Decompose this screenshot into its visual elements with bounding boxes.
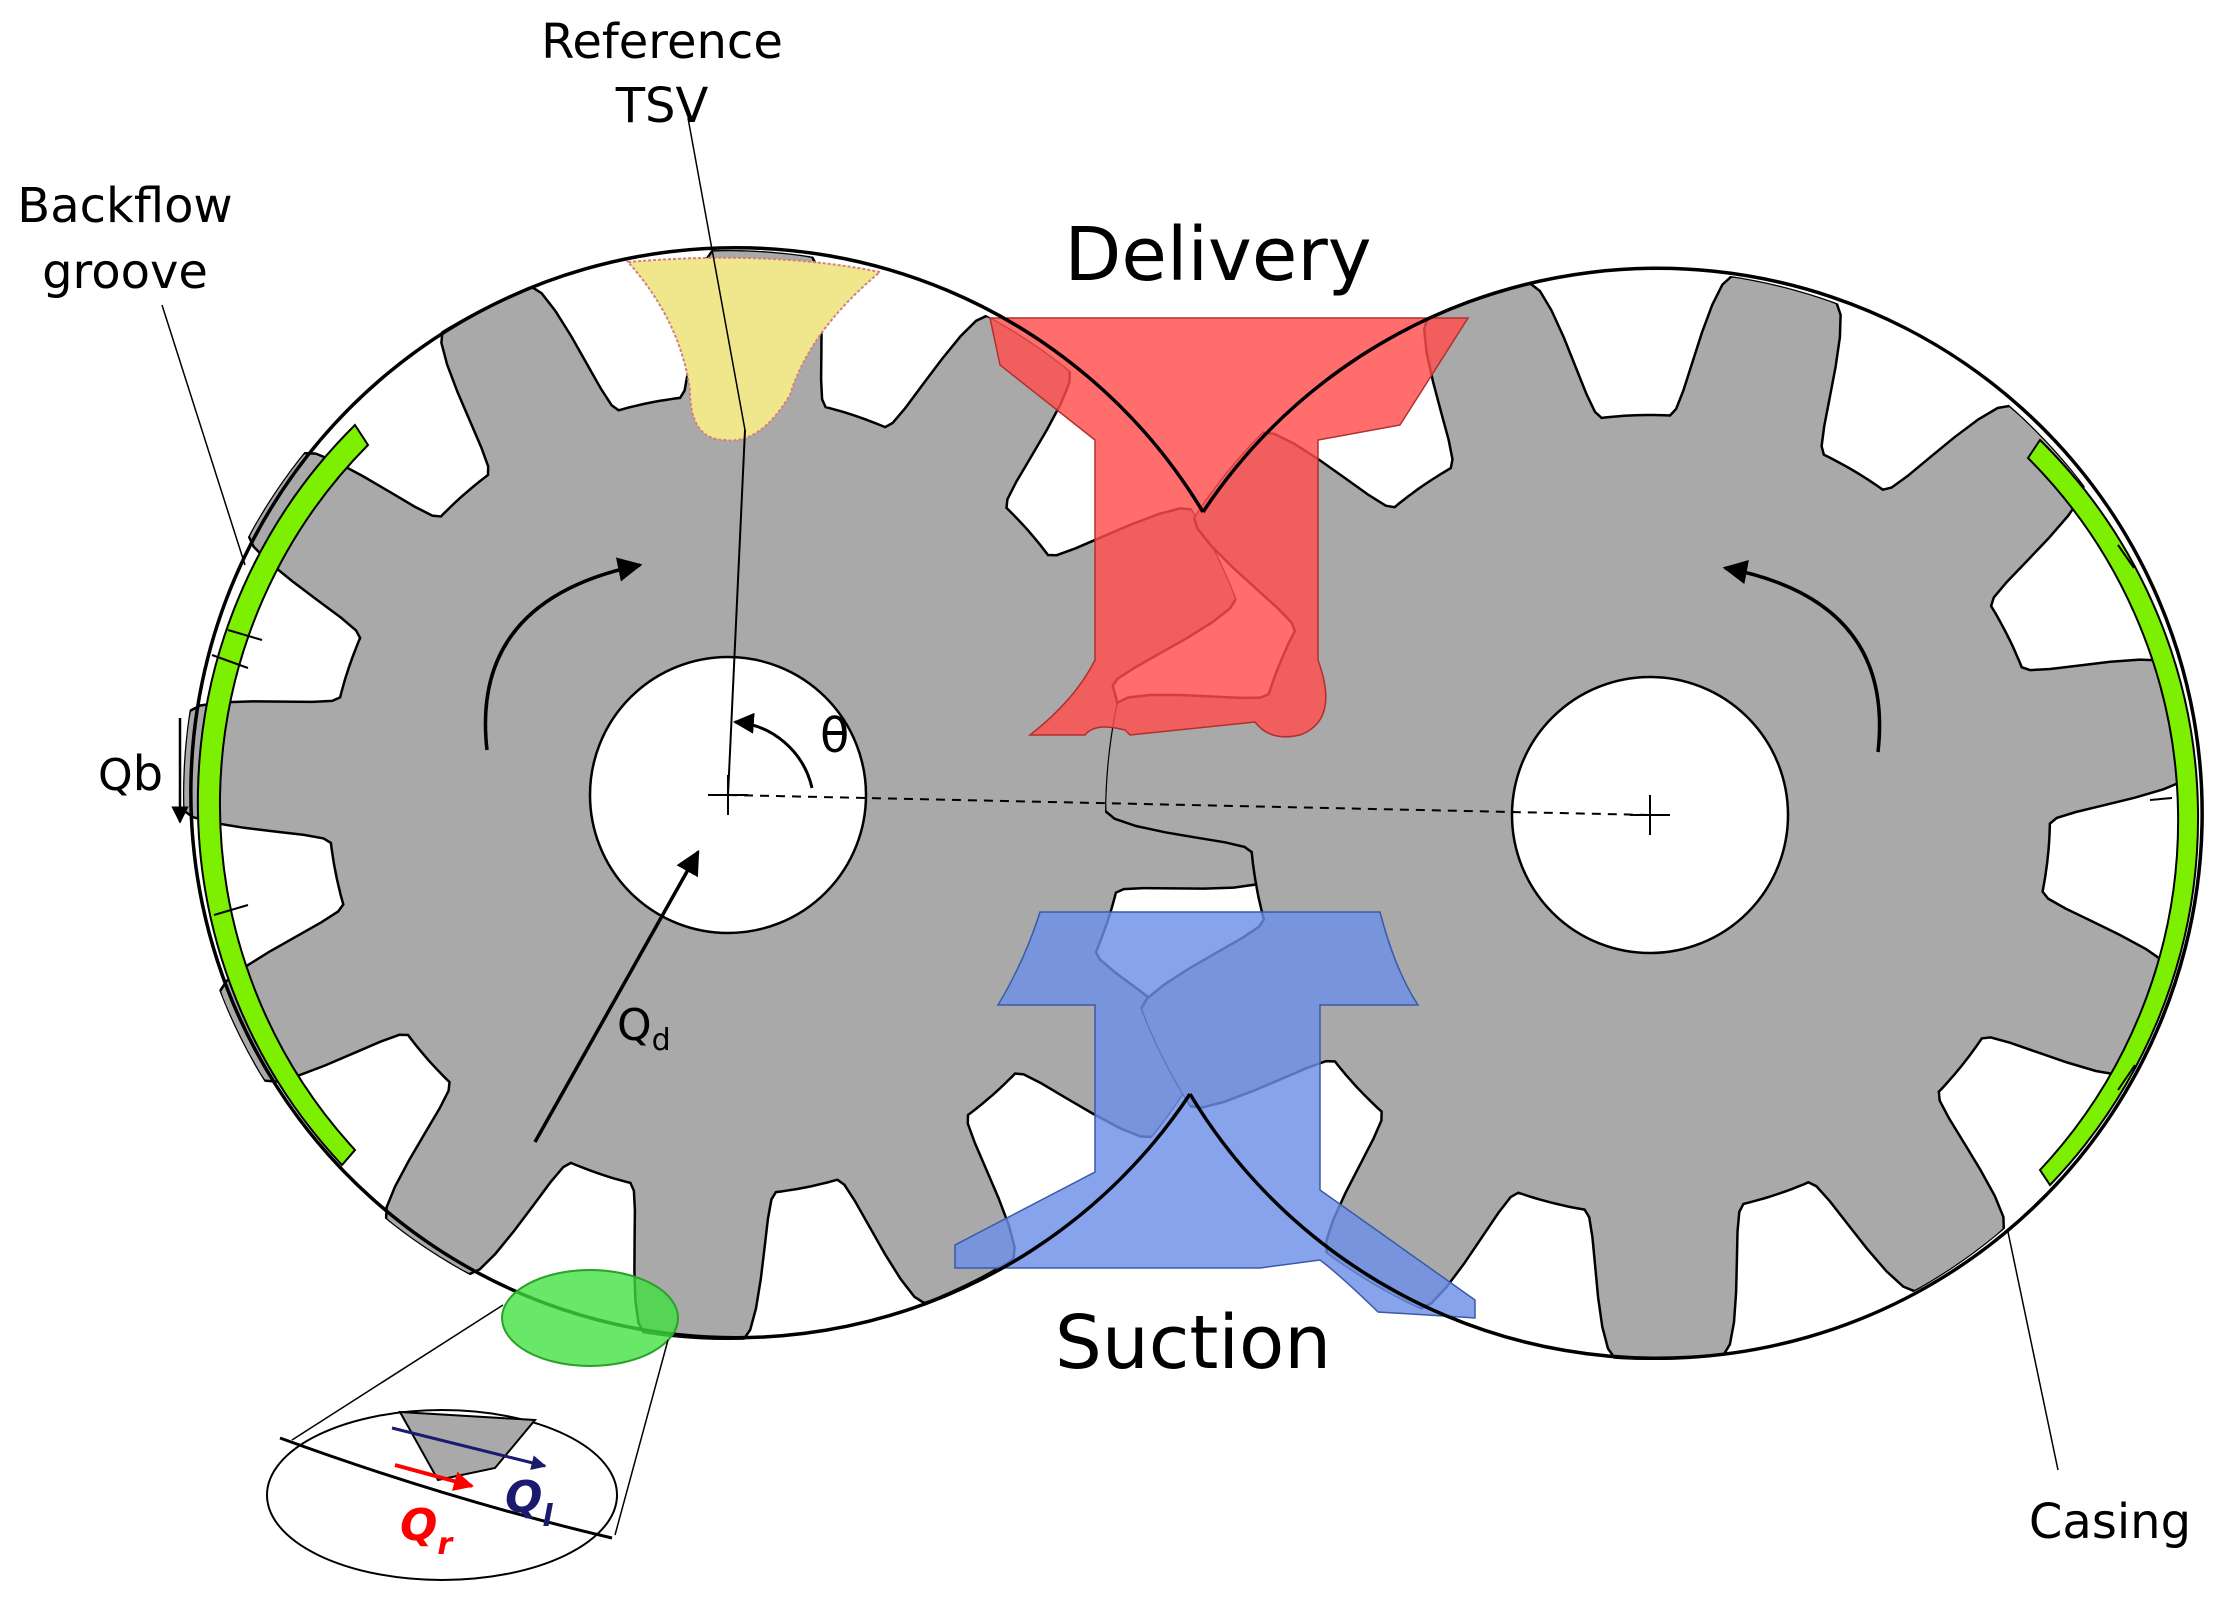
- theta-angle-arrow: [732, 712, 814, 789]
- reference-tsv-label-1: Reference: [541, 14, 783, 70]
- zoom-detail-ellipse: [266, 1409, 618, 1581]
- suction-port: [954, 911, 1476, 1319]
- right-rotation-arrow: [1722, 560, 1882, 753]
- reference-tsv-label-2: TSV: [615, 78, 709, 134]
- ql-arrow: [391, 1426, 547, 1471]
- right-casing-outline: [1188, 266, 2204, 1361]
- qd-arrow: [533, 849, 700, 1143]
- zoom-region-marker: [501, 1269, 679, 1367]
- delivery-port: [989, 317, 1470, 738]
- suction-label: Suction: [1055, 1300, 1331, 1386]
- backflow-label-1: Backflow: [17, 178, 232, 234]
- reference-tsv-region: [625, 256, 883, 442]
- qd-label: Qd: [617, 1000, 671, 1058]
- center-distance-line: [727, 794, 1651, 816]
- qb-label: Qb: [98, 746, 163, 802]
- tsv-radial-line: [727, 429, 746, 796]
- backflow-label-2: groove: [42, 244, 208, 300]
- qr-label: Qr: [400, 1500, 454, 1562]
- left-rotation-arrow: [483, 557, 643, 751]
- tsv-leader-line: [687, 117, 746, 431]
- delivery-label: Delivery: [1064, 212, 1371, 298]
- ql-label: Ql: [505, 1472, 553, 1534]
- right-backflow-groove: [2026, 438, 2199, 1187]
- right-center-cross: [1630, 795, 1670, 835]
- backflow-leader-line: [161, 304, 246, 566]
- left-backflow-groove: [196, 423, 370, 1167]
- casing-leader-line: [2007, 1231, 2059, 1471]
- theta-label: θ: [820, 708, 849, 764]
- left-casing-outline: [189, 245, 1205, 1340]
- qr-arrow: [394, 1463, 474, 1491]
- zoom-casing-wall: [279, 1436, 613, 1540]
- casing-label: Casing: [2029, 1494, 2191, 1550]
